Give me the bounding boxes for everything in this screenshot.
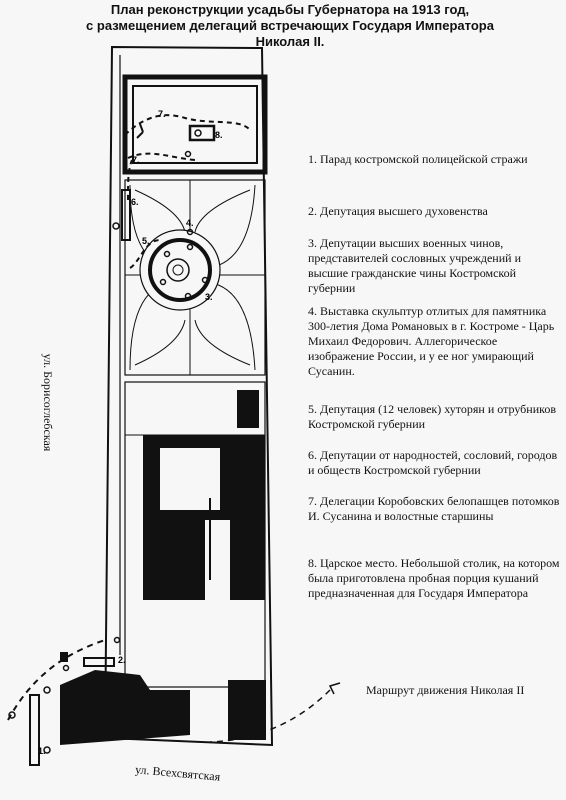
delegation-marker	[62, 664, 70, 672]
estate-boundary	[103, 45, 274, 747]
map-label-3: 3.	[205, 292, 213, 302]
legend-item: 4. Выставка скульптур отлитых для памятн…	[308, 304, 555, 378]
title-line-3: Николая II.	[255, 34, 325, 49]
sculpture-marker	[159, 278, 167, 286]
legend-item: 3. Депутации высших военных чинов, предс…	[308, 236, 521, 295]
delegation-6-stand	[121, 189, 131, 241]
title-line-2: с размещением делегаций встречающих Госу…	[86, 18, 494, 33]
outbuilding	[237, 390, 259, 428]
top-garden-inner-frame	[132, 85, 258, 164]
bottom-right-building	[228, 680, 266, 740]
map-label-2: 2.	[118, 655, 126, 665]
delegation-1-stand	[29, 694, 40, 766]
middle-garden-frame	[124, 179, 266, 376]
map-label-7-bottom: 7.	[132, 155, 140, 165]
map-label-7-top: 7.	[158, 109, 166, 119]
route-arrival	[7, 639, 106, 721]
route-top-loop	[124, 114, 251, 136]
legend-item: 5. Депутация (12 человек) хуторян и отру…	[308, 402, 556, 431]
plan-title: План реконструкции усадьбы Губернатора н…	[40, 2, 540, 50]
central-bed-core	[172, 264, 184, 276]
route-label: Маршрут движения Николая II	[366, 683, 525, 697]
legend-item: 2. Депутация высшего духовенства	[308, 204, 488, 218]
map-label-5: 5.	[142, 236, 150, 246]
delegation-marker	[186, 228, 194, 236]
tsar-place-marker	[194, 129, 202, 137]
delegation-marker	[8, 711, 16, 719]
delegation-marker	[43, 746, 51, 754]
map-label-4: 4.	[186, 218, 194, 228]
top-garden-frame	[122, 74, 268, 175]
delegation-marker	[184, 150, 192, 158]
ornamental-bed-lines	[134, 189, 251, 366]
legend-item: 8. Царское место. Небольшой столик, на к…	[308, 556, 560, 600]
route-arrowhead	[328, 682, 341, 695]
gate-post	[60, 652, 68, 662]
map-label-1: 1.	[38, 746, 46, 756]
ornamental-bed-curves	[129, 184, 256, 371]
map-label-6: 6.	[131, 197, 139, 207]
legend-item: 1. Парад костромской полицейской стражи	[308, 152, 528, 166]
route-middle-garden	[127, 159, 161, 269]
arrow-mark	[136, 123, 144, 139]
legend-item: 7. Делегации Коробовских белопашцев пото…	[308, 494, 560, 523]
title-line-1: План реконструкции усадьбы Губернатора н…	[110, 2, 470, 17]
delegation-marker	[43, 686, 51, 694]
main-building	[60, 670, 190, 745]
tsar-place-table	[188, 124, 216, 142]
sculpture-marker	[163, 250, 171, 258]
sculpture-marker	[186, 243, 194, 251]
legend-item: 6. Депутации от народностей, сословий, г…	[308, 448, 558, 477]
central-bed-ring	[148, 238, 212, 302]
map-label-8: 8.	[215, 130, 223, 140]
delegation-marker	[112, 222, 120, 230]
sculpture-marker	[184, 292, 192, 300]
central-bed-inner	[166, 258, 190, 282]
route-exit	[209, 689, 331, 743]
delegation-marker	[113, 636, 121, 644]
delegation-2-stand	[83, 657, 115, 667]
delegation-marker	[201, 276, 209, 284]
